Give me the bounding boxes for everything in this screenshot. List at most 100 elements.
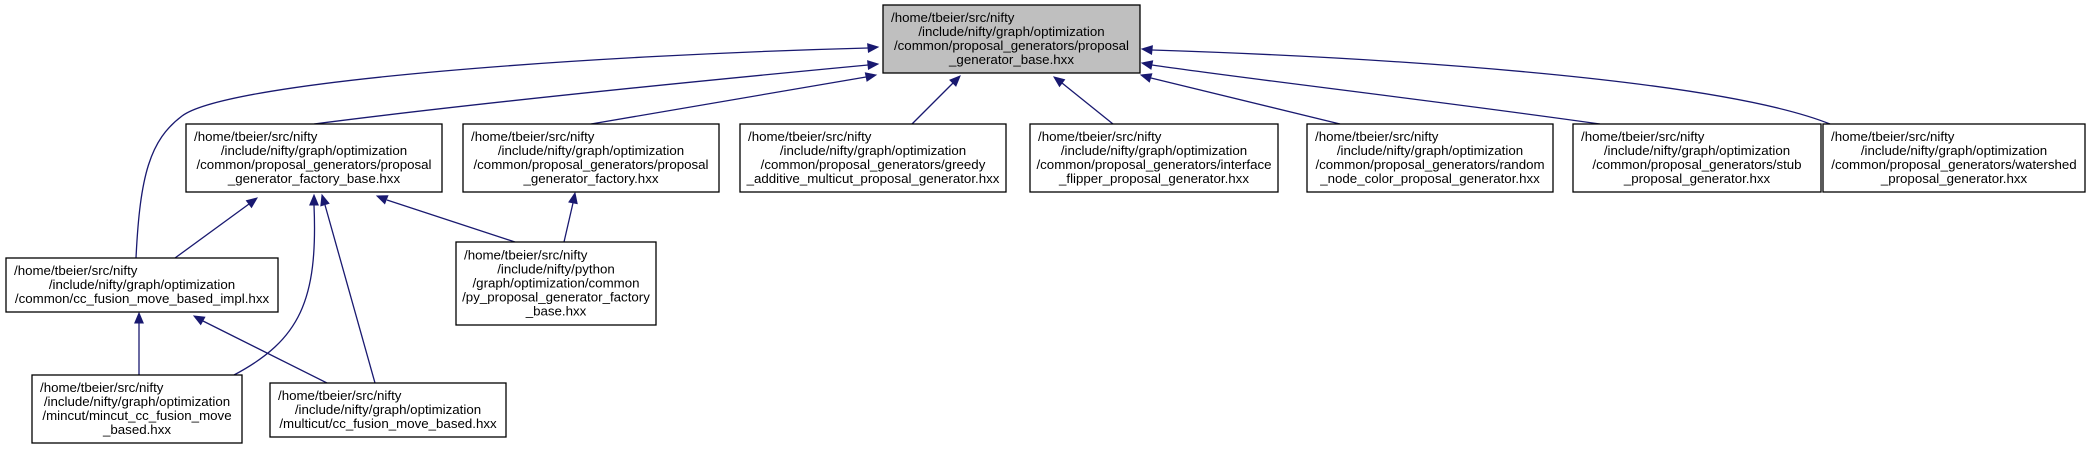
node-label-line: /common/proposal_generators/random (1315, 157, 1544, 172)
file-node-factory[interactable]: /home/tbeier/src/nifty/include/nifty/gra… (462, 123, 720, 193)
node-box (1029, 123, 1279, 193)
node-label-line: _generator_base.hxx (948, 52, 1074, 67)
edge-py_factory-to-factory_base (375, 195, 516, 243)
edge-line (1151, 64, 1601, 125)
node-box (1822, 123, 2086, 193)
node-label-line: /common/proposal_generators/proposal (196, 157, 431, 172)
node-box (5, 257, 279, 313)
node-label-line: _flipper_proposal_generator.hxx (1058, 171, 1249, 186)
node-label-line: /include/nifty/graph/optimization (918, 24, 1104, 39)
node-label-line: /common/proposal_generators/greedy (761, 157, 986, 172)
file-node-stub[interactable]: /home/tbeier/src/nifty/include/nifty/gra… (1572, 123, 1822, 193)
file-node-watershed[interactable]: /home/tbeier/src/nifty/include/nifty/gra… (1822, 123, 2086, 193)
arrowhead (375, 195, 389, 205)
node-label-line: /home/tbeier/src/nifty (464, 248, 588, 263)
edge-line (233, 204, 316, 376)
file-node-multicut[interactable]: /home/tbeier/src/nifty/include/nifty/gra… (269, 382, 507, 438)
node-label-line: /include/nifty/graph/optimization (49, 277, 235, 292)
file-node-random[interactable]: /home/tbeier/src/nifty/include/nifty/gra… (1306, 123, 1554, 193)
edge-line (590, 76, 867, 125)
node-box (185, 123, 443, 193)
node-label-line: /common/proposal_generators/proposal (473, 157, 708, 172)
arrowhead (1140, 45, 1153, 55)
edge-line (202, 320, 328, 384)
file-node-root[interactable]: /home/tbeier/src/nifty/include/nifty/gra… (882, 4, 1141, 74)
edge-line (911, 82, 954, 125)
edge-ccimpl-to-factory_base (174, 197, 259, 259)
arrowhead (1052, 76, 1066, 88)
edge-line (1151, 49, 1831, 125)
arrowhead (1139, 73, 1153, 83)
edge-mincut-to-ccimpl (134, 311, 144, 375)
edge-random-to-root (1139, 73, 1341, 125)
node-label-line: /home/tbeier/src/nifty (1581, 129, 1705, 144)
arrowhead (245, 197, 259, 209)
edge-line (386, 199, 516, 243)
node-label-line: _additive_multicut_proposal_generator.hx… (746, 171, 1000, 186)
node-label-line: /mincut/mincut_cc_fusion_move (42, 408, 231, 423)
edge-line (324, 204, 376, 384)
file-node-interface[interactable]: /home/tbeier/src/nifty/include/nifty/gra… (1029, 123, 1279, 193)
edge-line (563, 202, 574, 243)
arrowhead (568, 191, 578, 205)
node-box (1572, 123, 1822, 193)
file-node-py-factory[interactable]: /home/tbeier/src/nifty/include/nifty/pyt… (455, 241, 657, 326)
file-node-greedy[interactable]: /home/tbeier/src/nifty/include/nifty/gra… (739, 123, 1007, 193)
node-box (739, 123, 1007, 193)
node-label-line: /home/tbeier/src/nifty (471, 129, 595, 144)
edge-ccimpl-to-root (135, 43, 880, 259)
node-label-line: _node_color_proposal_generator.hxx (1319, 171, 1540, 186)
node-label-line: /home/tbeier/src/nifty (891, 10, 1015, 25)
node-label-line: _proposal_generator.hxx (1880, 171, 2028, 186)
edge-watershed-to-root (1140, 45, 1831, 125)
edge-stub-to-root (1140, 60, 1601, 125)
node-label-line: /home/tbeier/src/nifty (1315, 129, 1439, 144)
arrowhead (320, 193, 330, 207)
node-box (462, 123, 720, 193)
node-label-line: _generator_factory_base.hxx (227, 171, 401, 186)
node-label-line: /home/tbeier/src/nifty (1038, 129, 1162, 144)
arrowhead (192, 315, 206, 326)
arrowhead (867, 43, 880, 53)
node-label-line: _based.hxx (102, 422, 171, 437)
node-label-line: /include/nifty/graph/optimization (780, 143, 966, 158)
node-box (31, 374, 243, 444)
node-label-line: /home/tbeier/src/nifty (1831, 129, 1955, 144)
arrowhead (309, 193, 319, 206)
node-label-line: /include/nifty/graph/optimization (1861, 143, 2047, 158)
edge-line (1061, 82, 1114, 125)
edge-multicut-to-ccimpl (192, 315, 328, 384)
node-label-line: /home/tbeier/src/nifty (278, 388, 402, 403)
node-label-line: _base.hxx (525, 304, 587, 319)
node-box (269, 382, 507, 438)
node-label-line: /graph/optimization/common (472, 276, 639, 291)
node-box (1306, 123, 1554, 193)
node-label-line: /include/nifty/graph/optimization (44, 394, 230, 409)
edge-line (135, 47, 869, 259)
node-label-line: /include/nifty/graph/optimization (1604, 143, 1790, 158)
node-label-line: /home/tbeier/src/nifty (748, 129, 872, 144)
node-label-line: /py_proposal_generator_factory (462, 290, 650, 305)
node-label-line: /common/proposal_generators/stub (1592, 157, 1801, 172)
node-label-line: _generator_factory.hxx (522, 171, 658, 186)
node-label-line: /include/nifty/graph/optimization (1061, 143, 1247, 158)
edge-multicut-to-factory_base (320, 193, 376, 384)
node-label-line: /home/tbeier/src/nifty (40, 380, 164, 395)
file-node-mincut[interactable]: /home/tbeier/src/nifty/include/nifty/gra… (31, 374, 243, 444)
edge-line (174, 203, 250, 259)
node-box (455, 241, 657, 326)
edge-line (1150, 77, 1341, 125)
node-label-line: /include/nifty/graph/optimization (1337, 143, 1523, 158)
file-node-factory-base[interactable]: /home/tbeier/src/nifty/include/nifty/gra… (185, 123, 443, 193)
file-node-ccimpl[interactable]: /home/tbeier/src/nifty/include/nifty/gra… (5, 257, 279, 313)
edge-factory_base-to-root (313, 60, 880, 125)
node-label-line: /include/nifty/python (497, 262, 615, 277)
node-label-line: /common/cc_fusion_move_based_impl.hxx (15, 291, 270, 306)
node-label-line: /include/nifty/graph/optimization (295, 402, 481, 417)
edge-interface-to-root (1052, 76, 1114, 125)
node-box (882, 4, 1141, 74)
node-label-line: /common/proposal_generators/interface (1036, 157, 1271, 172)
node-label-line: /home/tbeier/src/nifty (194, 129, 318, 144)
node-label-line: _proposal_generator.hxx (1623, 171, 1771, 186)
